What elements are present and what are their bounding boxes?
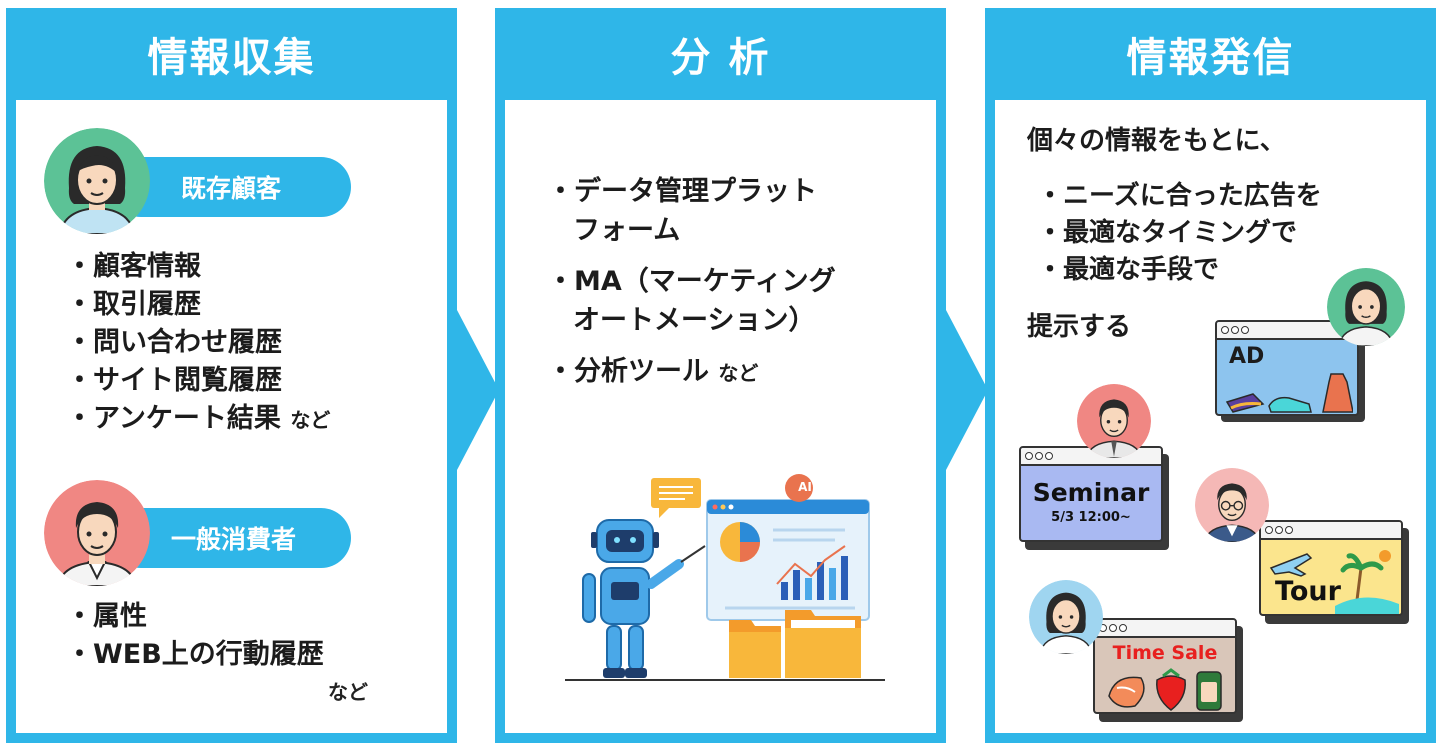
list-item: ・取引履歴 [66,289,201,320]
list-item: ・顧客情報 [66,251,201,282]
list-item: ・問い合わせ履歴 [66,327,282,358]
list-suffix: など [290,408,331,432]
analysis-list: ・データ管理プラット フォーム ・MA（マーケティング オートメーション） ・分… [547,172,836,393]
column-body: 既存顧客 ・顧客情報 ・取引履歴 ・問い合わせ履歴 ・サイト閲覧履歴 ・アンケー… [16,100,447,733]
ai-badge: AI [798,480,812,494]
flow-arrow-right-icon [946,310,988,470]
delivery-outro: 提示する [1027,312,1132,342]
column-body: ・データ管理プラット フォーム ・MA（マーケティング オートメーション） ・分… [505,100,936,733]
column-title: 情報収集 [147,35,316,81]
list-item: ・最適な手段で [1037,255,1220,285]
existing-customer-label: 既存顧客 [111,157,351,217]
delivery-intro: 個々の情報をもとに、 [1027,126,1286,156]
list-item: ・データ管理プラット [547,176,817,207]
businessman-avatar-icon [1077,384,1151,458]
column-information-delivery: 情報発信 個々の情報をもとに、 ・ニーズに合った広告を ・最適なタイミングで ・… [985,8,1436,743]
list-item: ・分析ツール など [547,352,836,393]
list-item: ・最適なタイミングで [1037,218,1298,248]
customer-avatar-icon [1327,268,1405,346]
food-items-icon [1108,668,1222,711]
list-item: ・サイト閲覧履歴 [66,365,282,396]
robot-analytics-illustration [565,474,885,681]
seminar-card: Seminar 5/3 12:00~ [1019,446,1163,542]
list-item-text: ・分析ツール [547,356,709,387]
list-item: ・属性 [66,601,147,632]
list-item: ・WEB上の行動履歴 [66,639,324,670]
ad-card-title: AD [1229,344,1265,369]
seminar-card-title: Seminar [1032,478,1150,507]
column-information-collection: 情報収集 既存顧客 ・顧客情報 ・取引履歴 ・問い合わせ履歴 ・サイト閲覧履歴 … [6,8,457,743]
glasses-man-avatar-icon [1195,468,1269,542]
tour-card-title: Tour [1275,576,1341,607]
existing-customer-list: ・顧客情報 ・取引履歴 ・問い合わせ履歴 ・サイト閲覧履歴 ・アンケート結果 な… [66,248,330,439]
list-item-text: ・アンケート結果 [66,403,281,434]
column-body: 個々の情報をもとに、 ・ニーズに合った広告を ・最適なタイミングで ・最適な手段… [995,100,1426,733]
seminar-card-time: 5/3 12:00~ [1051,510,1131,525]
list-suffix: など [328,680,368,704]
column-analysis: 分 析 ・データ管理プラット フォーム ・MA（マーケティング オートメーション… [495,8,946,743]
travel-icon [1269,550,1399,614]
column-title: 分 析 [670,35,771,81]
time-sale-card-title: Time Sale [1112,642,1218,664]
list-item-continued: フォーム [573,215,681,246]
general-consumer-label: 一般消費者 [111,508,351,568]
browser-bar [1095,620,1235,638]
general-consumer-list: ・属性 ・WEB上の行動履歴 [66,598,324,674]
delivery-list: ・ニーズに合った広告を ・最適なタイミングで ・最適な手段で [1037,178,1322,289]
list-item: ・MA（マーケティング [547,266,836,297]
list-suffix: など [718,361,759,385]
list-item: ・ニーズに合った広告を [1037,181,1322,211]
list-item: ・アンケート結果 など [66,400,330,439]
list-item-continued: オートメーション） [573,305,816,336]
ad-card: AD [1215,320,1359,416]
existing-customer-avatar-icon [44,128,150,234]
browser-bar [1217,322,1357,340]
tour-card: Tour [1259,520,1403,616]
general-consumer-avatar-icon [44,480,150,586]
time-sale-card: Time Sale [1093,618,1237,714]
fashion-items-icon [1225,373,1353,413]
flow-arrow-right-icon [457,310,499,470]
browser-bar [1261,522,1401,540]
column-title: 情報発信 [1126,35,1295,81]
woman-avatar-icon [1029,580,1103,654]
